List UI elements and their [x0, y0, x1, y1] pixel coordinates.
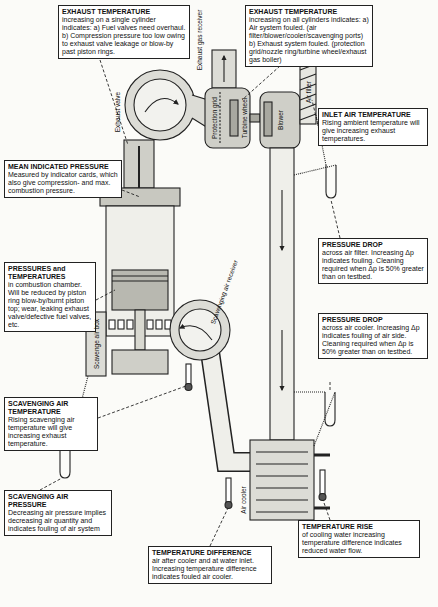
crosshead [112, 350, 168, 374]
callout-text: of cooling water increasing temperature … [302, 531, 416, 555]
air-duct-outline [210, 352, 250, 462]
part-label: Turbine wheel [241, 98, 248, 139]
scavenge-ports [109, 320, 171, 329]
port [156, 320, 162, 329]
callout-text: in combustion chamber. Will be reduced b… [8, 281, 92, 329]
port [118, 320, 124, 329]
callout-text: across air filter. Increasing Δp indicat… [322, 249, 424, 281]
callout-box: SCAVENGING AIR TEMPERATURERising scaveng… [4, 397, 98, 451]
callout-box: INLET AIR TEMPERATURERising ambient temp… [318, 108, 428, 146]
leader-line [98, 386, 186, 418]
callout-heading: EXHAUST TEMPERATURE [62, 8, 186, 16]
water-pipes [314, 455, 330, 508]
part-label: Air cooler [240, 486, 247, 513]
air-cooler [250, 440, 314, 520]
callout-box: MEAN INDICATED PRESSUREMeasured by indic… [4, 160, 122, 198]
protection-grid [219, 92, 220, 144]
part-label: Exhaust gas receiver [196, 10, 203, 71]
air-filter [300, 60, 316, 124]
blower-wheel [264, 102, 272, 136]
callout-box: TEMPERATURE DIFFERENCEair after cooler a… [148, 546, 272, 584]
callout-heading: PRESSURE DROP [322, 241, 424, 249]
rotor-shaft [250, 114, 260, 122]
callout-heading: TEMPERATURE DIFFERENCE [152, 549, 268, 557]
callout-heading: SCAVENGING AIR PRESSURE [8, 493, 108, 509]
callout-box: SCAVENGING AIR PRESSUREDecreasing air pr… [4, 490, 112, 536]
filter-hatching [300, 64, 316, 120]
thermometer [226, 478, 231, 502]
callout-text: across air cooler. Increasing Δp indicat… [322, 324, 424, 356]
callout-text: Measured by indicator cards, which also … [8, 171, 118, 195]
callout-heading: INLET AIR TEMPERATURE [322, 111, 424, 119]
callout-box: PRESSURE DROPacross air cooler. Increasi… [318, 313, 428, 359]
callout-box: EXHAUST TEMPERATUREincreasing on a singl… [58, 5, 190, 59]
charge-air-pipe [270, 148, 294, 440]
callout-text: increasing on all cylinders indicates: a… [249, 16, 369, 64]
callout-heading: MEAN INDICATED PRESSURE [8, 163, 118, 171]
leader-line [96, 290, 115, 300]
u-tube-manometer [326, 165, 336, 198]
gauge-pipe [294, 392, 335, 446]
part-label: Air filter [305, 81, 312, 103]
callout-box: EXHAUST TEMPERATUREincreasing on all cyl… [245, 5, 373, 67]
leader-line [323, 500, 330, 520]
thermometer-bulb [185, 384, 192, 391]
exhaust-flow-arrow [223, 56, 224, 82]
leader-line [122, 190, 140, 197]
cooler-tubes [256, 452, 308, 512]
callout-heading: PRESSURE DROP [322, 316, 424, 324]
callout-text: Rising ambient temperature will give inc… [322, 119, 424, 143]
blower-casing [260, 92, 300, 148]
port [147, 320, 153, 329]
callout-text: increasing on a single cylinder indicate… [62, 16, 186, 56]
callout-heading: EXHAUST TEMPERATURE [249, 8, 369, 16]
thermometer [320, 470, 325, 494]
piston [112, 270, 168, 310]
piston-ring [112, 275, 168, 276]
callout-box: TEMPERATURE RISEof cooling water increas… [298, 520, 420, 558]
part-label: Exhaust valve [114, 92, 121, 132]
exhaust-outlet [212, 50, 236, 88]
port [109, 320, 115, 329]
leader-line [40, 478, 62, 490]
part-label: Blower [277, 110, 284, 130]
leader-line [210, 508, 228, 546]
gas-flow-arrow [145, 99, 178, 112]
turbine-wheel [230, 100, 238, 136]
air-flow-arrow [180, 326, 212, 340]
thermometer-bulb [319, 494, 326, 501]
callout-text: air after cooler and at water inlet. Inc… [152, 557, 268, 581]
leader-line [242, 66, 280, 100]
piston-ring [112, 280, 168, 281]
port [127, 320, 133, 329]
part-label: Scavenge air box [93, 319, 100, 369]
callout-heading: SCAVENGING AIR TEMPERATURE [8, 400, 94, 416]
callout-text: Decreasing air pressure implies decreasi… [8, 509, 108, 533]
callout-heading: PRESSURES and TEMPERATURES [8, 265, 92, 281]
air-flow-arrow [281, 190, 282, 250]
thermometer-bulb [225, 502, 232, 509]
receiver-bore [134, 79, 186, 131]
air-duct [210, 352, 250, 462]
leader-line [331, 200, 340, 238]
leader-line [100, 60, 128, 145]
piston-rod [135, 310, 145, 350]
part-label: Protection grid [211, 97, 218, 139]
air-flow-arrow [281, 330, 282, 390]
exhaust-gas-receiver [125, 70, 195, 140]
thermometer [186, 364, 191, 384]
callout-box: PRESSURE DROPacross air filter. Increasi… [318, 238, 428, 284]
callout-box: PRESSURES and TEMPERATURESin combustion … [4, 262, 96, 332]
callout-heading: TEMPERATURE RISE [302, 523, 416, 531]
turbine-casing [205, 88, 250, 148]
callout-text: Rising scavenging air temperature will g… [8, 416, 94, 448]
leader-line [330, 382, 331, 392]
